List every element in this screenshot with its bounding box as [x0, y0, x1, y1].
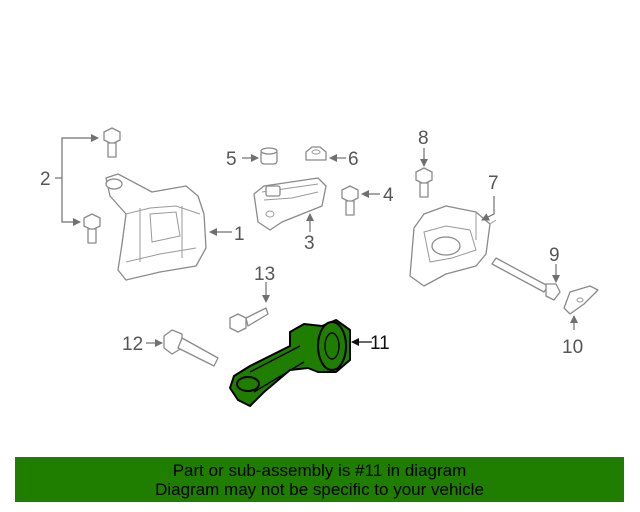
part-2-bolts — [55, 127, 121, 244]
info-banner: Part or sub-assembly is #11 in diagram D… — [15, 457, 624, 502]
part-11-torque-rod — [229, 319, 351, 407]
part-7-mount — [409, 205, 497, 287]
part-4-bolt — [341, 185, 359, 216]
part-8-bolt — [415, 167, 433, 198]
part-12-bolt — [163, 329, 219, 367]
banner-line-1: Part or sub-assembly is #11 in diagram — [172, 461, 467, 480]
callout-7: 7 — [488, 173, 499, 194]
callout-13: 13 — [254, 264, 275, 285]
banner-line-2: Diagram may not be specific to your vehi… — [155, 480, 484, 499]
callout-3: 3 — [304, 233, 315, 254]
part-5-nut — [260, 147, 278, 165]
callout-4: 4 — [383, 185, 394, 206]
part-10-clip — [563, 285, 599, 315]
callout-8: 8 — [418, 128, 429, 149]
callout-1: 1 — [234, 224, 245, 245]
part-9-long-bolt — [491, 257, 561, 301]
callout-12: 12 — [122, 334, 143, 355]
callout-5: 5 — [226, 149, 237, 170]
part-6-flange-nut — [305, 146, 327, 161]
callout-10: 10 — [562, 337, 583, 358]
part-3-bracket — [253, 177, 327, 231]
part-13-bolt — [229, 307, 269, 333]
callout-11: 11 — [370, 333, 390, 354]
callout-6: 6 — [348, 149, 359, 170]
callout-9: 9 — [549, 245, 560, 266]
callout-2: 2 — [40, 169, 51, 190]
part-1-engine-mount — [105, 173, 207, 281]
